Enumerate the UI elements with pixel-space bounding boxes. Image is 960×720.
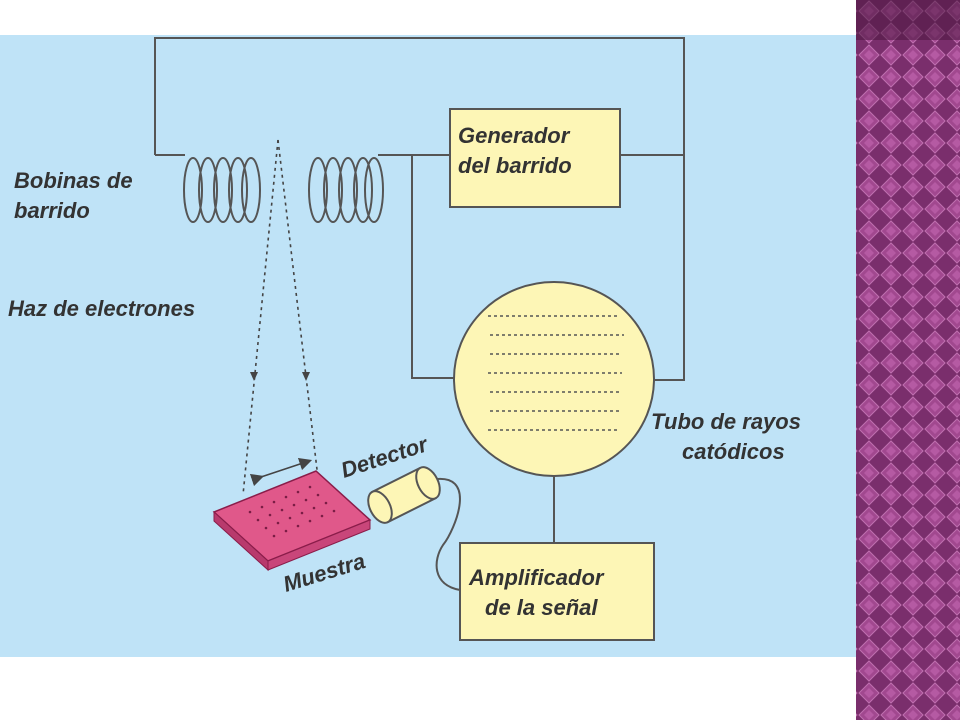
- sample-plate: [212, 457, 372, 572]
- amplifier-line2: de la señal: [485, 595, 598, 620]
- scan-coil-right: [308, 157, 384, 223]
- scan-generator-box: [449, 108, 621, 208]
- amplifier-box: [459, 542, 655, 641]
- coils-label: Bobinas de barrido: [14, 168, 139, 223]
- scan-coil-left: [183, 157, 261, 223]
- strip-top-shade: [856, 0, 960, 40]
- scan-generator-line2: del barrido: [458, 153, 572, 178]
- decorative-border-strip: [856, 0, 960, 720]
- crt-label-line2: catódicos: [682, 439, 785, 464]
- coils-label-line2: barrido: [14, 198, 90, 223]
- scan-generator-label: Generador del barrido: [458, 123, 575, 178]
- beam-arrows: [250, 372, 310, 381]
- crt-label-line1: Tubo de rayos: [651, 409, 801, 434]
- electron-beam: [242, 139, 319, 496]
- amplifier-line1: Amplificador: [468, 565, 605, 590]
- detector-cylinder: [367, 466, 441, 524]
- beam-label: Haz de electrones: [8, 296, 195, 321]
- scan-generator-line1: Generador: [458, 123, 571, 148]
- diagram-panel: [0, 35, 856, 657]
- amplifier-label: Amplificador de la señal: [468, 565, 610, 620]
- circuit-wires: [154, 37, 685, 591]
- crt-tube: [453, 281, 655, 477]
- crt-label: Tubo de rayos catódicos: [651, 409, 807, 464]
- coils-label-line1: Bobinas de: [14, 168, 133, 193]
